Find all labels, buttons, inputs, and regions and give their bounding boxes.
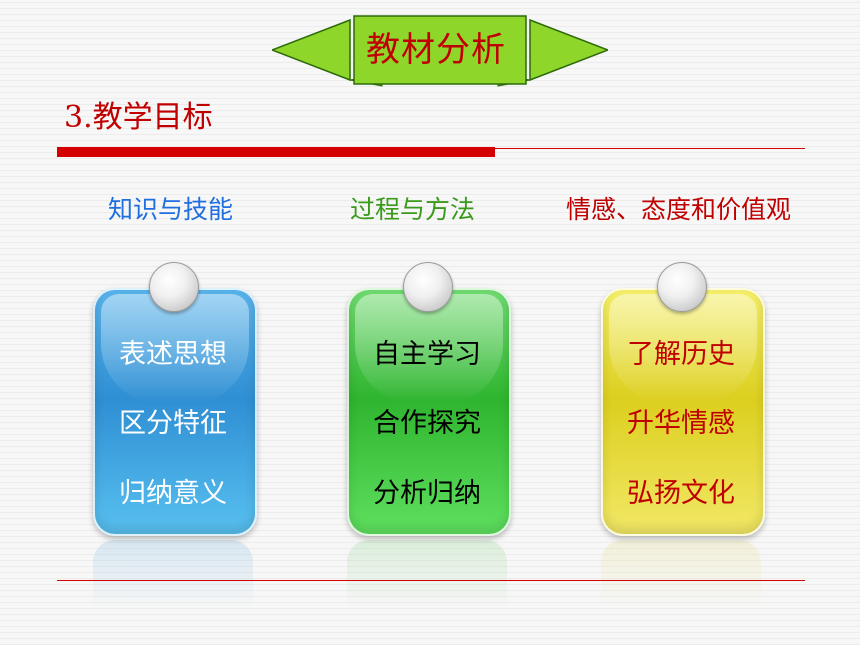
card-item: 区分特征 [119,408,227,439]
card-item: 了解历史 [627,339,735,370]
title-banner-ribbon [272,15,608,87]
banner-title: 教材分析 [366,30,506,70]
column-heading-knowledge: 知识与技能 [108,195,234,224]
card-item: 弘扬文化 [627,478,735,509]
heading-underline-thick [57,147,495,157]
card-item: 升华情感 [627,408,735,439]
card-reflection [93,540,253,610]
column-heading-emotion: 情感、态度和价值观 [566,195,792,224]
card-item: 自主学习 [373,339,481,370]
footer-divider [57,580,805,581]
card-reflection [347,540,507,610]
goal-card-emotion [601,288,765,536]
card-item: 表述思想 [119,339,227,370]
column-heading-process: 过程与方法 [350,195,476,224]
goal-card-knowledge [93,288,257,536]
pin-icon [149,262,199,312]
card-item: 合作探究 [373,408,481,439]
pin-icon [657,262,707,312]
pin-icon [403,262,453,312]
section-heading: 3.教学目标 [64,100,213,135]
card-item: 分析归纳 [373,478,481,509]
heading-underline-thin [495,148,805,149]
card-item: 归纳意义 [119,478,227,509]
card-reflection [601,540,761,610]
